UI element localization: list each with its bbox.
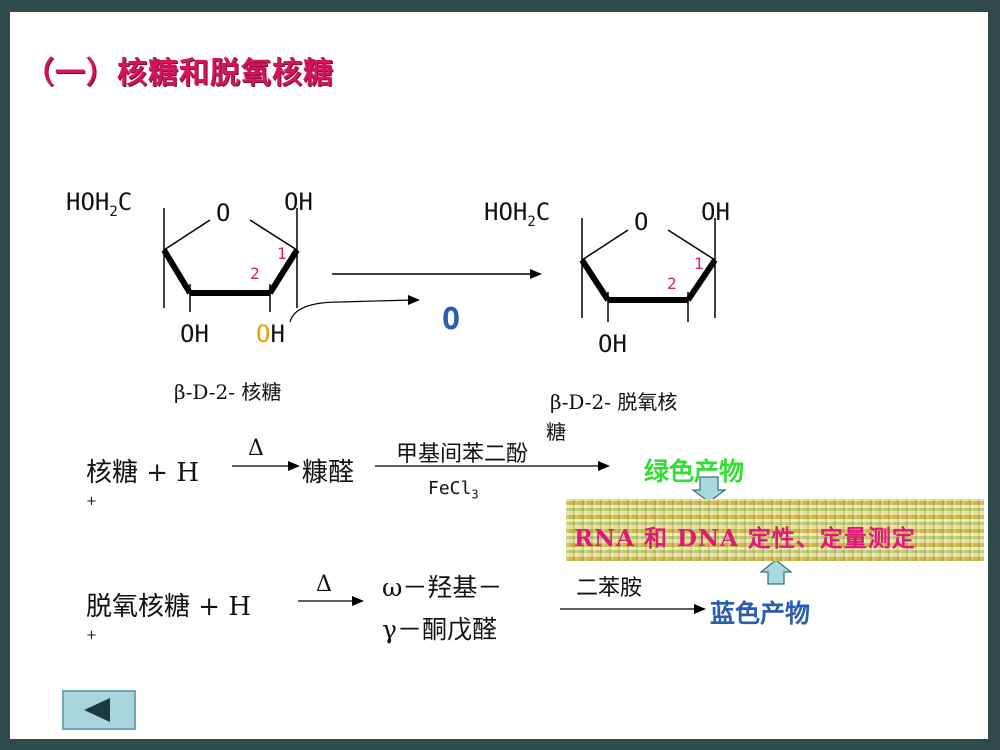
deoxyribose-name-line2: 糖	[546, 420, 566, 444]
banner-arrows	[691, 476, 793, 585]
ribose-name: β-D-2- 核糖	[174, 380, 282, 404]
up-arrow-icon	[759, 559, 793, 585]
reaction1-delta: Δ	[248, 436, 264, 461]
ribose-ring-oxygen: O	[216, 199, 231, 227]
deoxyribose-name-line1: β-D-2- 脱氧核	[550, 390, 678, 414]
reaction2-delta: Δ	[316, 572, 332, 597]
reaction1-reagent-top: 甲基间苯二酚	[396, 442, 529, 467]
deoxyribose-ch2oh-label: HOH2C	[484, 198, 551, 230]
reaction2-result: 蓝色产物	[710, 599, 811, 628]
deoxyribose-c1-oh: OH	[701, 198, 730, 226]
reaction2-product-line2: γ－酮戊醛	[382, 615, 497, 644]
reaction1-product: 糠醛	[302, 458, 355, 488]
analysis-banner: RNA 和 DNA 定性、定量测定	[566, 499, 984, 561]
reaction1-reactant: 核糖 + H	[86, 458, 199, 488]
down-arrow-icon	[691, 476, 727, 503]
deoxyribose-ring-oxygen: O	[634, 208, 649, 236]
page-title: （一）核糖和脱氧核糖	[24, 56, 334, 91]
reaction1-plus: +	[86, 494, 97, 509]
deoxyribose-c3-oh: OH	[598, 330, 627, 358]
reaction1-reagent-bottom: FeCl3	[428, 478, 479, 502]
deoxyribose-ring	[579, 218, 718, 322]
back-button[interactable]	[62, 690, 136, 730]
reaction2-reactant: 脱氧核糖 + H	[86, 592, 251, 622]
oxygen-removal-arrow	[289, 295, 420, 323]
banner-text: RNA 和 DNA 定性、定量测定	[574, 525, 916, 552]
ribose-c2-number: 2	[250, 264, 260, 283]
ribose-ch2oh-label: HOH2C	[66, 188, 133, 220]
slide: （一）核糖和脱氧核糖	[10, 12, 988, 739]
ribose-c1-oh: OH	[284, 188, 313, 216]
reaction2-reagent: 二苯胺	[576, 576, 643, 601]
reaction2-product-line1: ω－羟基－	[382, 573, 503, 602]
ribose-c2-oh: OH	[256, 320, 285, 348]
reaction1-result: 绿色产物	[644, 457, 745, 486]
deoxyribose-c2-number: 2	[667, 274, 677, 293]
deoxyribose-c1-number: 1	[694, 254, 704, 273]
back-arrow-icon	[84, 698, 110, 722]
reaction1-arrows	[232, 461, 610, 471]
reaction2-arrows	[298, 596, 706, 614]
removed-oxygen: O	[442, 302, 461, 337]
ribose-ring	[161, 208, 300, 312]
ribose-c3-oh: OH	[180, 320, 209, 348]
conversion-arrow	[332, 269, 542, 279]
ribose-c1-number: 1	[277, 244, 287, 263]
reaction2-plus: +	[86, 628, 97, 643]
structure-drawing	[161, 208, 718, 614]
